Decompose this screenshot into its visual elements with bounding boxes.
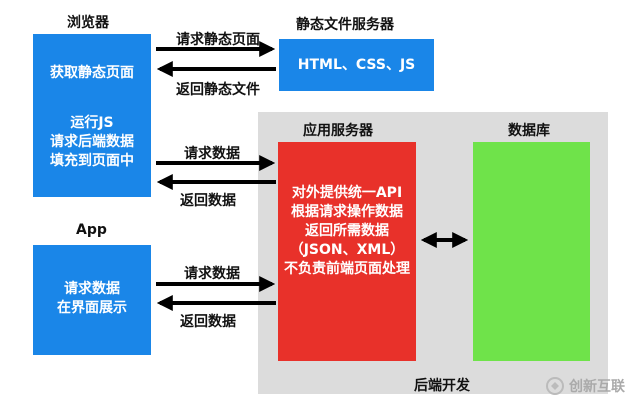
app-server-line2: 根据请求操作数据 (291, 204, 403, 220)
app-line2: 在界面展示 (57, 300, 127, 316)
app-server-line5: 不负责前端页面处理 (284, 261, 410, 277)
app-server-title: 应用服务器 (303, 123, 373, 139)
browser-line4: 填充到页面中 (50, 153, 134, 169)
app-text-group: 请求数据 在界面展示 (33, 280, 151, 318)
backend-footer-label: 后端开发 (414, 378, 470, 394)
app-server-box (278, 142, 416, 361)
static-server-box (279, 39, 434, 91)
label-req-static: 请求静态页面 (176, 32, 260, 48)
app-line1: 请求数据 (64, 281, 120, 297)
label-ret-data-1: 返回数据 (180, 193, 236, 209)
browser-line1: 获取静态页面 (50, 65, 134, 81)
label-ret-static: 返回静态文件 (176, 82, 260, 98)
browser-title: 浏览器 (67, 15, 109, 31)
browser-text-group: 运行JS 请求后端数据 填充到页面中 (33, 114, 151, 171)
browser-box (33, 34, 151, 197)
static-server-title: 静态文件服务器 (296, 17, 394, 33)
browser-line2: 运行JS (70, 115, 114, 131)
label-req-data-2: 请求数据 (184, 266, 240, 282)
database-title: 数据库 (508, 123, 550, 139)
watermark: 创新互联 (545, 376, 625, 396)
app-server-line3: 返回所需数据 (305, 223, 389, 239)
watermark-text: 创新互联 (569, 379, 625, 395)
app-server-line4: （JSON、XML） (289, 242, 405, 258)
app-title: App (76, 222, 107, 238)
static-server-content: HTML、CSS、JS (297, 57, 416, 73)
app-server-text: 对外提供统一API 根据请求操作数据 返回所需数据 （JSON、XML） 不负责… (278, 184, 416, 279)
database-box (473, 142, 590, 361)
label-req-data-1: 请求数据 (184, 146, 240, 162)
label-ret-data-2: 返回数据 (180, 314, 236, 330)
browser-line3: 请求后端数据 (50, 134, 134, 150)
app-box (33, 245, 151, 355)
watermark-logo-icon (546, 377, 564, 395)
app-server-line1: 对外提供统一API (291, 185, 403, 201)
